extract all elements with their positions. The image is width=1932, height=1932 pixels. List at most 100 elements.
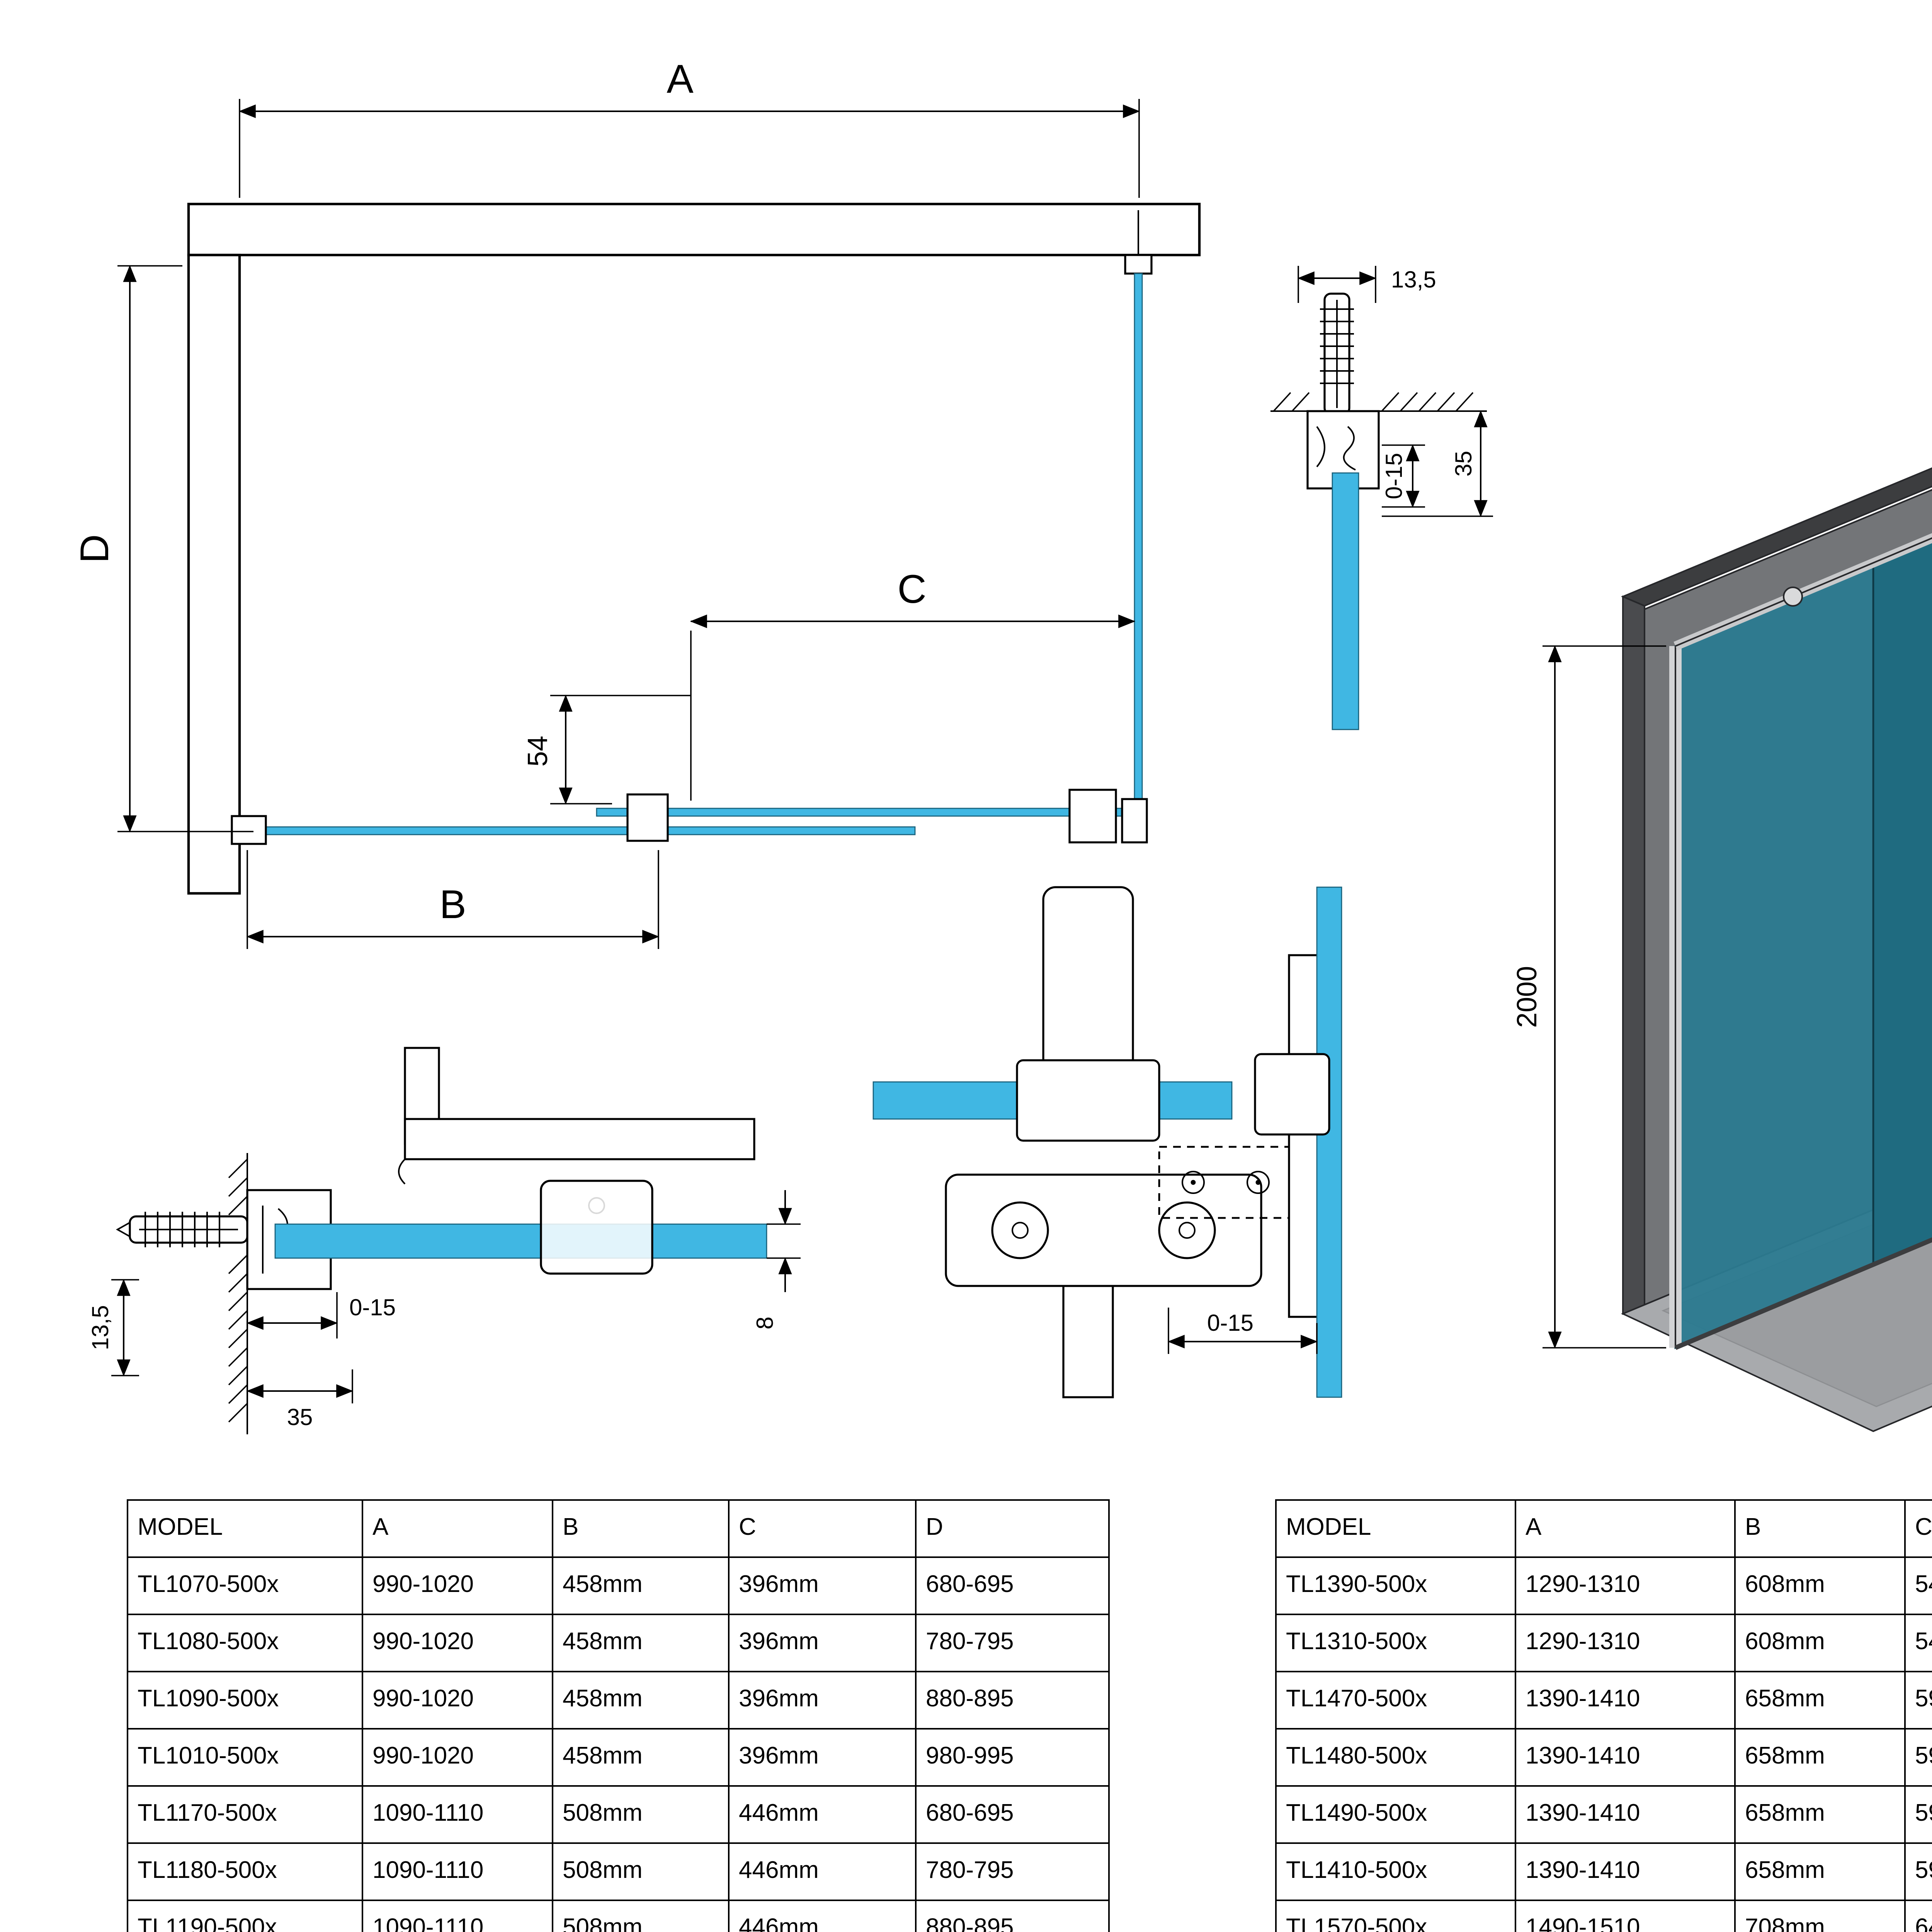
column-header: D (915, 1499, 1110, 1558)
table-cell: 990-1020 (362, 1556, 553, 1615)
plan-dim-A: A (238, 57, 1140, 198)
detail-dim-13-5: 13,5 (1297, 266, 1436, 303)
table-cell: 658mm (1734, 1671, 1906, 1730)
table-cell: 1290-1310 (1515, 1614, 1736, 1672)
table-cell: 1390-1410 (1515, 1671, 1736, 1730)
wall-plug-horizontal (116, 1212, 248, 1247)
detail-dim-0-15: 0-15 (1381, 444, 1425, 508)
column-header: C (1904, 1499, 1932, 1558)
column-header: MODEL (127, 1499, 363, 1558)
table-cell: 658mm (1734, 1728, 1906, 1787)
table-cell: 458mm (552, 1728, 730, 1787)
iso-dim-2000-label: 2000 (1512, 966, 1543, 1028)
bm-dim-0-15-label: 0-15 (1207, 1310, 1253, 1336)
table-cell: 680-695 (915, 1556, 1110, 1615)
table-cell: 458mm (552, 1671, 730, 1730)
column-header: C (728, 1499, 917, 1558)
plan-dim-B: B (246, 850, 660, 949)
fixed-glass-vertical (1316, 886, 1342, 1398)
table-cell: 1090-1110 (362, 1900, 553, 1932)
table-cell: 446mm (728, 1785, 917, 1844)
door-glass-clamp (1016, 1059, 1160, 1142)
table-cell: 1390-1410 (1515, 1842, 1736, 1901)
bl-dim-0-15: 0-15 (246, 1292, 396, 1338)
table-cell: TL1470-500x (1275, 1671, 1516, 1730)
table-cell: 1290-1310 (1515, 1556, 1736, 1615)
table-cell: 990-1020 (362, 1728, 553, 1787)
table-cell: 680-695 (915, 1785, 1110, 1844)
table-cell: 396mm (728, 1671, 917, 1730)
detail-dim-13-5-label: 13,5 (1391, 267, 1436, 293)
plan-dim-A-label: A (667, 57, 694, 102)
bl-dim-35-label: 35 (287, 1404, 313, 1430)
table-cell: 1390-1410 (1515, 1728, 1736, 1787)
table-cell: 508mm (552, 1842, 730, 1901)
table-cell: 708mm (1734, 1900, 1906, 1932)
table-cell: 458mm (552, 1556, 730, 1615)
table-cell: 396mm (728, 1614, 917, 1672)
adjustment-bracket (1158, 1146, 1290, 1219)
table-cell: 396mm (728, 1556, 917, 1615)
wall-anchor-detail-bottom: 13,5 0-15 35 8 (87, 1047, 801, 1434)
plan-view-drawing: A D C 54 B (72, 57, 1201, 949)
table-cell: TL1490-500x (1275, 1785, 1516, 1844)
roller-column (1042, 886, 1134, 1398)
table-cell: 990-1020 (362, 1671, 553, 1730)
iso-dim-2000: 2000 (1512, 645, 1666, 1349)
table-cell: 880-895 (915, 1900, 1110, 1932)
fixed-glass-horizontal (274, 1223, 767, 1259)
isometric-view-drawing: 2000 (1512, 467, 1932, 1432)
table-cell: 508mm (552, 1900, 730, 1932)
iso-frames (1669, 533, 1932, 1350)
table-cell: 596mm (1904, 1785, 1932, 1844)
table-cell: TL1170-500x (127, 1785, 363, 1844)
wall-anchor-detail-top: 13,5 0-15 35 (1270, 266, 1493, 730)
column-header: B (1734, 1499, 1906, 1558)
table-cell: 780-795 (915, 1614, 1110, 1672)
detail-dim-0-15-label: 0-15 (1381, 453, 1407, 499)
table-cell: TL1480-500x (1275, 1728, 1516, 1787)
table-cell: 446mm (728, 1842, 917, 1901)
table-cell: 1090-1110 (362, 1785, 553, 1844)
plan-dim-54-label: 54 (522, 736, 553, 767)
table-cell: 658mm (1734, 1842, 1906, 1901)
table-cell: 396mm (728, 1728, 917, 1787)
column-header: A (362, 1499, 553, 1558)
table-cell: 658mm (1734, 1785, 1906, 1844)
table-cell: 446mm (728, 1900, 917, 1932)
wall-plug (1320, 293, 1354, 431)
wall-hatch (228, 1153, 248, 1434)
table-cell: TL1190-500x (127, 1900, 363, 1932)
iso-door-glass (1872, 537, 1932, 1266)
column-header: A (1515, 1499, 1736, 1558)
table-cell: TL1010-500x (127, 1728, 363, 1787)
table-cell: TL1180-500x (127, 1842, 363, 1901)
table-cell: 546mm (1904, 1614, 1932, 1672)
table-cell: 1090-1110 (362, 1842, 553, 1901)
bm-dim-0-15: 0-15 (1167, 1308, 1318, 1354)
table-cell: 980-995 (915, 1728, 1110, 1787)
table-cell: 596mm (1904, 1842, 1932, 1901)
table-cell: 608mm (1734, 1556, 1906, 1615)
table-cell: 546mm (1904, 1556, 1932, 1615)
detail-dim-35-label: 35 (1451, 451, 1476, 477)
plan-top-wall (187, 202, 1201, 257)
plan-left-wall (187, 253, 241, 895)
glass-panel-section (1332, 472, 1359, 730)
table-cell: 458mm (552, 1614, 730, 1672)
table-cell: 1490-1510 (1515, 1900, 1736, 1932)
ceiling-hatch (1270, 392, 1487, 412)
